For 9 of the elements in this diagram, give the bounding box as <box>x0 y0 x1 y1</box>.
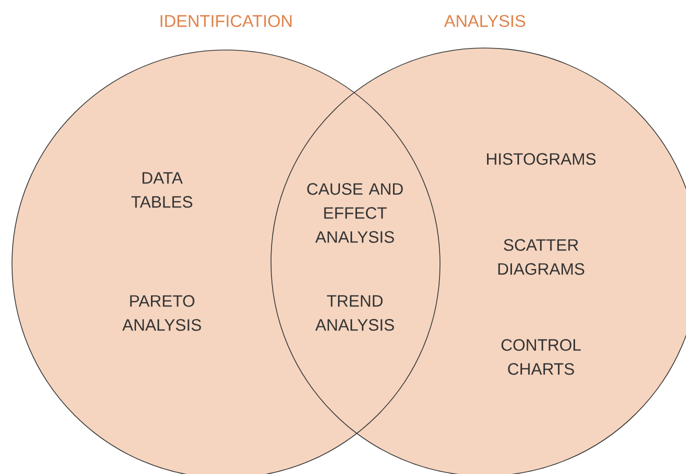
node-label: IDENTIFICATION <box>160 14 292 28</box>
region-label: CAUSE AND EFFECT ANALYSIS <box>307 183 403 243</box>
region-label: PARETO ANALYSIS <box>122 295 201 331</box>
node-label: ANALYSIS <box>444 14 526 28</box>
region-label: TREND ANALYSIS <box>315 295 394 331</box>
region-label: DATA TABLES <box>131 172 192 208</box>
region-label: CONTROL CHARTS <box>502 339 581 375</box>
region-label: SCATTER DIAGRAMS <box>498 239 584 275</box>
region-label: HISTOGRAMS <box>487 153 596 165</box>
